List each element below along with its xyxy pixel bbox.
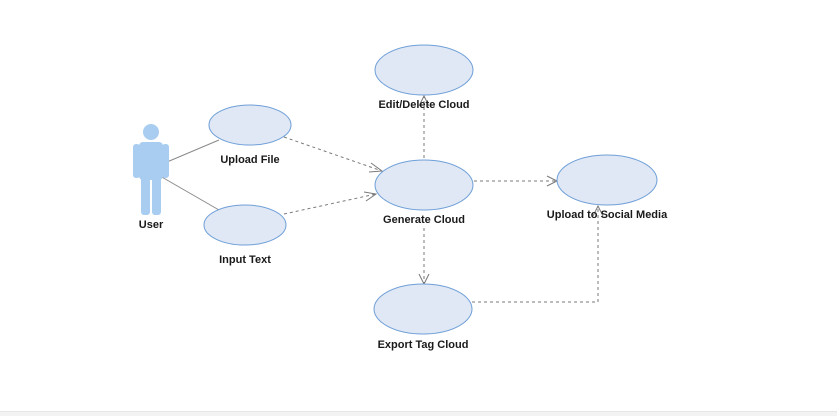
- association-user-input-text: [159, 175, 220, 211]
- use-case-upload-file[interactable]: [208, 104, 292, 146]
- actor-label: User: [139, 219, 164, 231]
- arrowhead-edit-cloud: [418, 94, 430, 107]
- bottom-divider: [0, 411, 837, 416]
- use-case-input-text[interactable]: [203, 204, 287, 246]
- dependency-export-upload-social: [472, 206, 599, 303]
- input-text-label: Input Text: [219, 254, 271, 266]
- use-case-generate-cloud[interactable]: [374, 159, 474, 211]
- use-case-upload-social-media[interactable]: [556, 154, 658, 206]
- use-case-edit-delete-cloud[interactable]: [374, 44, 474, 96]
- upload-file-label: Upload File: [220, 154, 279, 166]
- user-actor-icon: [133, 124, 169, 215]
- dependency-upload-file-generate-cloud: [283, 136, 383, 172]
- use-case-export-tag-cloud[interactable]: [373, 283, 473, 335]
- export-tag-cloud-label: Export Tag Cloud: [378, 339, 469, 351]
- arrowhead-generate-cloud-2: [363, 191, 378, 202]
- association-user-upload-file: [166, 139, 220, 163]
- arrowhead-generate-cloud-1: [368, 162, 384, 173]
- arrowhead-upload-social-2: [592, 204, 604, 217]
- edit-delete-cloud-label: Edit/Delete Cloud: [378, 99, 469, 111]
- upload-social-media-label: Upload to Social Media: [547, 209, 668, 221]
- dependency-input-text-generate-cloud: [283, 193, 377, 215]
- generate-cloud-label: Generate Cloud: [383, 214, 465, 226]
